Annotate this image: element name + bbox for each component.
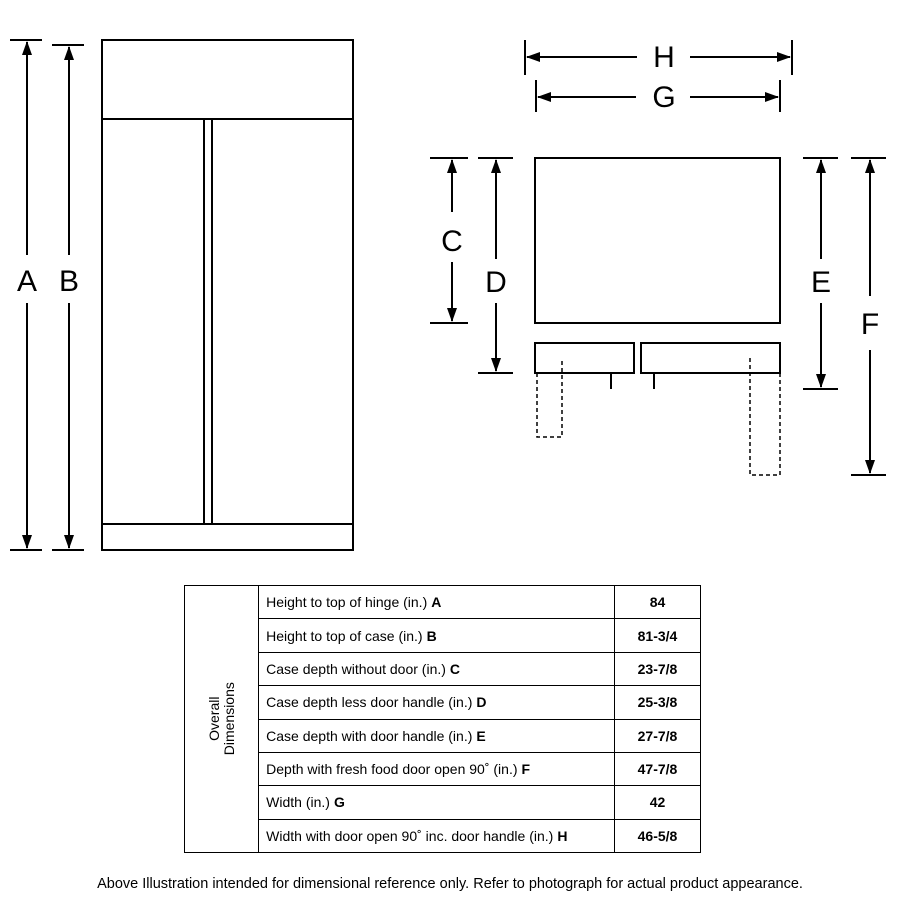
row-label: Height to top of hinge (in.)A — [258, 584, 615, 620]
row-label: Case depth with door handle (in.)E — [258, 718, 615, 753]
table-row: Width (in.)G 42 — [185, 785, 701, 820]
label-h: H — [653, 41, 675, 74]
label-d: D — [485, 266, 507, 299]
dimension-e — [803, 157, 838, 390]
row-value: 84 — [614, 584, 701, 620]
dimension-diagram: A B H G C — [10, 39, 886, 551]
label-g: G — [652, 81, 675, 114]
row-letter: C — [449, 660, 461, 677]
label-f: F — [861, 308, 879, 341]
dimensions-table: Overall Dimensions Height to top of hing… — [183, 584, 701, 854]
row-value: 42 — [614, 785, 701, 820]
row-letter: F — [521, 761, 531, 778]
row-value: 46-5/8 — [614, 818, 701, 854]
table-row: Width with door open 90˚ inc. door handl… — [185, 818, 701, 854]
label-b: B — [59, 265, 79, 298]
row-label: Height to top of case (in.)B — [258, 618, 615, 653]
dimension-a — [10, 39, 42, 551]
row-value: 47-7/8 — [614, 751, 701, 787]
row-letter: G — [333, 794, 345, 811]
row-label: Width (in.)G — [258, 785, 615, 820]
row-value: 81-3/4 — [614, 618, 701, 653]
dimension-f — [851, 157, 886, 476]
open-door-outline — [536, 358, 781, 476]
top-view-refrigerator — [534, 157, 781, 389]
table-row: Case depth with door handle (in.)E 27-7/… — [185, 718, 701, 753]
table-row: Overall Dimensions Height to top of hing… — [183, 584, 701, 853]
row-label: Depth with fresh food door open 90˚ (in.… — [258, 751, 615, 787]
row-letter: H — [557, 827, 568, 844]
row-label: Width with door open 90˚ inc. door handl… — [258, 818, 615, 854]
dimension-h — [524, 40, 793, 75]
row-label: Case depth without door (in.)C — [258, 651, 615, 687]
group-cell: Overall Dimensions — [183, 585, 260, 853]
dimension-c — [430, 157, 468, 324]
label-a: A — [17, 265, 37, 298]
row-value: 27-7/8 — [614, 718, 701, 753]
disclaimer-text: Above Illustration intended for dimensio… — [97, 876, 803, 892]
table-row: Case depth without door (in.)C 23-7/8 — [185, 651, 701, 687]
front-view-refrigerator — [101, 39, 354, 551]
table-row: Depth with fresh food door open 90˚ (in.… — [185, 751, 701, 787]
table-row: Height to top of case (in.)B 81-3/4 — [185, 618, 701, 653]
label-e: E — [811, 266, 831, 299]
row-letter: B — [426, 627, 437, 644]
row-letter: D — [476, 694, 487, 711]
row-label: Case depth less door handle (in.)D — [258, 685, 615, 720]
row-letter: E — [476, 727, 486, 744]
dimension-d — [478, 157, 513, 374]
label-c: C — [441, 225, 463, 258]
dimension-b — [52, 44, 84, 551]
group-label: Overall Dimensions — [205, 682, 237, 756]
row-letter: A — [431, 594, 442, 611]
dimension-g — [535, 80, 781, 112]
row-value: 23-7/8 — [614, 651, 701, 687]
row-value: 25-3/8 — [614, 685, 701, 720]
table-row: Case depth less door handle (in.)D 25-3/… — [185, 685, 701, 720]
